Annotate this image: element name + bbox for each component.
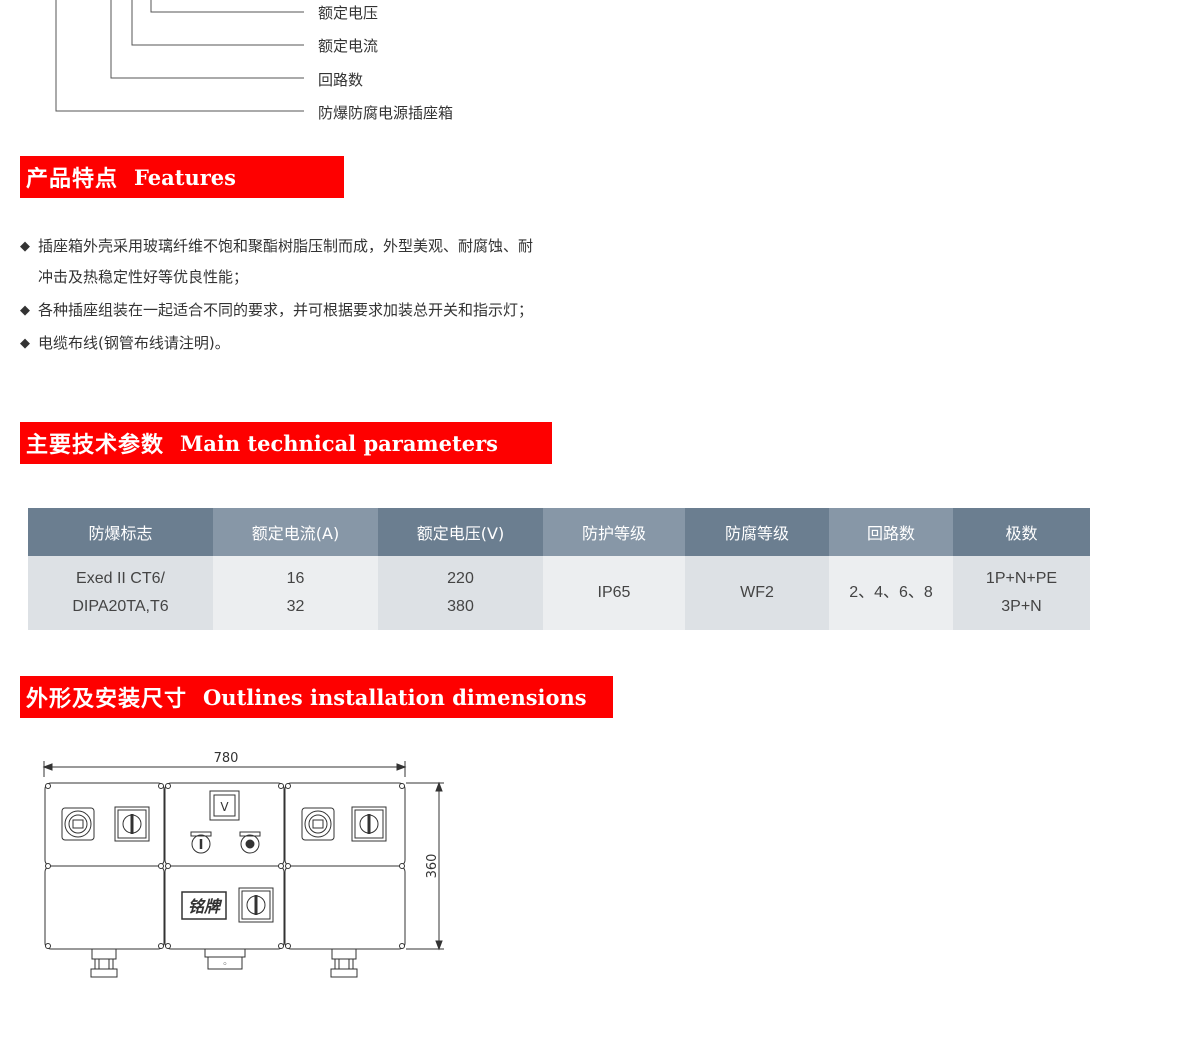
box-bottom-right — [284, 865, 406, 950]
height-dimension — [406, 781, 444, 951]
feature-item: ◆ 各种插座组装在一起适合不同的要求，并可根据要求加装总开关和指示灯； — [20, 295, 540, 326]
bullet-icon: ◆ — [20, 239, 30, 254]
outline-drawing: 780 360 — [42, 751, 444, 978]
current-value-2: 32 — [286, 598, 305, 615]
rotary-switch-icon-left — [114, 806, 150, 842]
nameplate-label: 铭牌 — [188, 897, 223, 916]
current-value-1: 16 — [286, 570, 305, 587]
socket-icon-right — [301, 807, 335, 841]
cable-gland-right — [330, 948, 358, 978]
cell-circuits: 2、4、6、8 — [829, 556, 953, 630]
socket-icon-left — [61, 807, 95, 841]
model-label-product-name: 防爆防腐电源插座箱 — [318, 104, 454, 122]
features-title-cn: 产品特点 — [26, 167, 119, 192]
cell-protection-grade: IP65 — [543, 556, 685, 630]
header-anticorrosion-grade: 防腐等级 — [685, 508, 829, 556]
box-bottom-center — [164, 865, 285, 950]
ex-mark-line2: DIPA20TA,T6 — [72, 598, 169, 615]
cell-rated-current: 16 32 — [213, 556, 378, 630]
voltage-value-2: 380 — [447, 598, 474, 615]
spec-table: 防爆标志 额定电流(A) 额定电压(V) 防护等级 防腐等级 回路数 极数 Ex… — [28, 508, 1090, 630]
feature-text: 电缆布线(钢管布线请注明)。 — [38, 334, 230, 352]
indicator-light-icon — [190, 831, 212, 854]
outline-banner: 外形及安装尺寸 Outlines installation dimensions — [20, 676, 613, 718]
height-dimension-label: 360 — [425, 854, 440, 879]
feature-text: 各种插座组装在一起适合不同的要求，并可根据要求加装总开关和指示灯； — [38, 301, 534, 319]
voltage-value-1: 220 — [447, 570, 474, 587]
box-top-right — [284, 782, 406, 867]
rotary-switch-icon-right — [351, 806, 387, 842]
width-dimension-label: 780 — [214, 751, 239, 766]
cell-rated-voltage: 220 380 — [378, 556, 543, 630]
header-rated-voltage: 额定电压(V) — [378, 508, 543, 556]
table-header-row: 防爆标志 额定电流(A) 额定电压(V) 防护等级 防腐等级 回路数 极数 — [28, 508, 1090, 556]
cable-gland-left — [90, 948, 118, 978]
cell-ex-mark: Exed II CT6/ DIPA20TA,T6 — [28, 556, 213, 630]
header-rated-current: 额定电流(A) — [213, 508, 378, 556]
outline-title-cn: 外形及安装尺寸 — [26, 687, 188, 712]
outline-title-en: Outlines installation dimensions — [203, 684, 587, 710]
header-poles: 极数 — [953, 508, 1090, 556]
poles-value-2: 3P+N — [1001, 598, 1042, 615]
tech-params-banner: 主要技术参数 Main technical parameters — [20, 422, 552, 464]
bullet-icon: ◆ — [20, 336, 30, 351]
main-switch-icon — [238, 887, 274, 923]
cell-poles: 1P+N+PE 3P+N — [953, 556, 1090, 630]
poles-value-1: 1P+N+PE — [985, 570, 1058, 587]
hinge-fitting-center — [204, 948, 246, 970]
features-title-en: Features — [134, 164, 236, 190]
bullet-icon: ◆ — [20, 303, 30, 318]
nameplate — [181, 891, 227, 920]
ex-mark-line1: Exed II CT6/ — [76, 570, 165, 587]
feature-item: ◆ 插座箱外壳采用玻璃纤维不饱和聚酯树脂压制而成，外型美观、耐腐蚀、耐冲击及热稳… — [20, 231, 540, 293]
header-ex-mark: 防爆标志 — [28, 508, 213, 556]
feature-item: ◆ 电缆布线(钢管布线请注明)。 — [20, 328, 540, 359]
feature-text: 插座箱外壳采用玻璃纤维不饱和聚酯树脂压制而成，外型美观、耐腐蚀、耐冲击及热稳定性… — [38, 237, 534, 286]
features-banner: 产品特点 Features — [20, 156, 344, 198]
voltmeter-symbol: V — [220, 800, 229, 814]
width-dimension — [42, 761, 407, 777]
model-label-circuits: 回路数 — [318, 71, 364, 89]
header-circuits: 回路数 — [829, 508, 953, 556]
tech-params-title-en: Main technical parameters — [180, 430, 498, 456]
tech-params-title-cn: 主要技术参数 — [26, 433, 165, 458]
indicator-light-icon — [239, 831, 261, 854]
model-code-lines — [55, 0, 304, 112]
cell-anticorrosion-grade: WF2 — [685, 556, 829, 630]
model-label-rated-current: 额定电流 — [318, 37, 379, 55]
model-label-rated-voltage: 额定电压 — [318, 4, 379, 22]
voltmeter-icon — [209, 790, 240, 821]
header-protection-grade: 防护等级 — [543, 508, 685, 556]
model-code-diagram: 额定电压 额定电流 回路数 防爆防腐电源插座箱 — [0, 0, 600, 130]
table-row: Exed II CT6/ DIPA20TA,T6 16 32 220 380 I… — [28, 556, 1090, 630]
features-list: ◆ 插座箱外壳采用玻璃纤维不饱和聚酯树脂压制而成，外型美观、耐腐蚀、耐冲击及热稳… — [20, 231, 540, 361]
hinge-mark: ◦ — [222, 960, 227, 970]
box-bottom-left — [44, 865, 165, 950]
